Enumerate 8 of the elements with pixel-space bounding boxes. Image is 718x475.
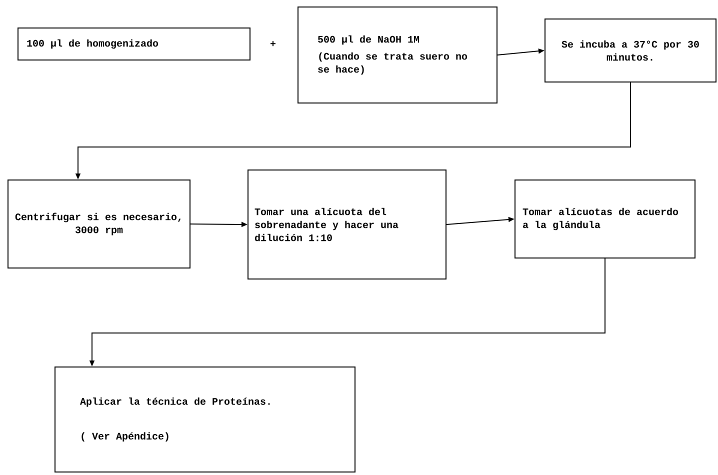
plus-sign: +: [270, 41, 276, 46]
process-box: 500 µl de NaOH 1M (Cuando se trata suero no se hace): [298, 6, 498, 104]
process-box: Tomar alícuotas de acuerdo a la glándula: [514, 180, 696, 258]
process-box: Tomar una alícuota del sobrenadante y hacer una dilución 1:10: [248, 170, 446, 280]
process-box: Se incuba a 37°C por 30 minutos.: [544, 18, 716, 82]
process-box: Centrifugar si es necesario, 3000 rpm: [8, 180, 190, 268]
process-box: 100 µl de homogenizado: [18, 28, 250, 60]
process-box: Aplicar la técnica de Proteínas. ( Ver Apéndice): [54, 366, 356, 472]
